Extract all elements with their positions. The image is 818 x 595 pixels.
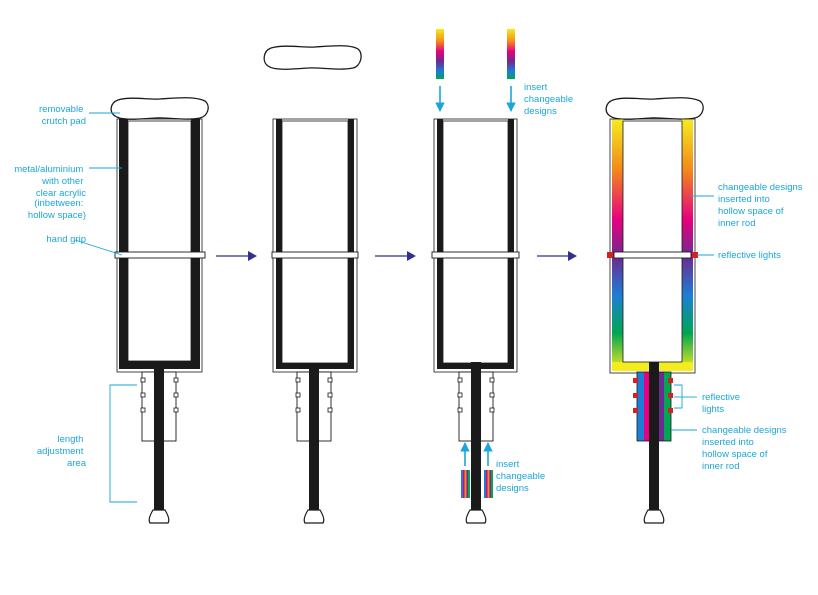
hand-grip bbox=[613, 251, 692, 259]
hand-grip bbox=[271, 251, 359, 259]
adjustment-hole bbox=[173, 377, 179, 383]
adjustment-hole bbox=[457, 407, 463, 413]
adjustment-hole bbox=[295, 407, 301, 413]
crutch-1 bbox=[110, 97, 209, 524]
label-insert-designs-top: insert changeable designs bbox=[524, 82, 576, 117]
label-insert-designs-bottom: insert changeable designs bbox=[496, 459, 548, 494]
reflective-light bbox=[692, 252, 698, 258]
right-outer-rod bbox=[191, 119, 200, 369]
label-designs-upper: changeable designs inserted into hollow … bbox=[718, 182, 805, 229]
left-design-rod bbox=[612, 119, 623, 371]
adjustment-hole bbox=[489, 392, 495, 398]
left-outer-rod bbox=[437, 119, 443, 369]
reflective-light bbox=[633, 393, 638, 398]
hand-grip bbox=[431, 251, 520, 259]
rubber-foot bbox=[643, 509, 665, 524]
adjustment-hole bbox=[327, 377, 333, 383]
design-strip-right bbox=[507, 29, 515, 79]
crutch-pad-removed bbox=[263, 45, 362, 70]
label-hand-grip: hand grip bbox=[46, 234, 86, 245]
inner-frame bbox=[622, 120, 683, 363]
leader-lines bbox=[74, 112, 714, 503]
rubber-foot bbox=[303, 509, 325, 524]
design-strip-left bbox=[436, 29, 444, 79]
reflective-light bbox=[668, 408, 673, 413]
rubber-foot bbox=[148, 509, 170, 524]
inner-frame bbox=[127, 120, 192, 362]
adjustment-hole bbox=[457, 377, 463, 383]
label-reflective-lower: reflective lights bbox=[702, 392, 743, 415]
inner-frame bbox=[281, 120, 349, 364]
adjustment-hole bbox=[140, 407, 146, 413]
right-arrow-icon bbox=[537, 251, 577, 261]
label-length-adjustment: length adjustment area bbox=[37, 434, 87, 469]
adjustment-hole bbox=[140, 392, 146, 398]
label-reflective-upper: reflective lights bbox=[718, 250, 781, 261]
adjustment-hole bbox=[489, 377, 495, 383]
crutch-pad bbox=[605, 97, 704, 120]
label-crutch-pad: removable crutch pad bbox=[39, 104, 86, 127]
left-outer-rod bbox=[119, 119, 128, 369]
reflective-light bbox=[633, 378, 638, 383]
adjustment-hole bbox=[327, 407, 333, 413]
adjustment-hole bbox=[295, 377, 301, 383]
right-outer-rod bbox=[508, 119, 514, 369]
inner-frame bbox=[442, 120, 509, 364]
crutch-2 bbox=[263, 45, 362, 524]
inner-rod bbox=[471, 362, 481, 510]
adjustment-hole bbox=[173, 407, 179, 413]
left-outer-rod bbox=[276, 119, 282, 369]
adjustment-hole bbox=[327, 392, 333, 398]
reflective-light bbox=[607, 252, 613, 258]
right-arrow-icon bbox=[216, 251, 257, 261]
design-strip-bottom-left bbox=[461, 470, 470, 498]
adjustment-hole bbox=[140, 377, 146, 383]
adjustment-hole bbox=[295, 392, 301, 398]
hand-grip bbox=[114, 251, 206, 259]
rod-bottom-bridge bbox=[119, 361, 200, 369]
crutch-3 bbox=[431, 29, 520, 524]
right-arrow-icon bbox=[375, 251, 416, 261]
inner-rod bbox=[154, 366, 164, 510]
reflective-light bbox=[668, 378, 673, 383]
adjustment-hole bbox=[173, 392, 179, 398]
crutch-4 bbox=[605, 97, 704, 524]
design-strip-bottom-right bbox=[484, 470, 493, 498]
reflective-light bbox=[633, 408, 638, 413]
adjustment-hole bbox=[489, 407, 495, 413]
adjustment-hole bbox=[457, 392, 463, 398]
right-design-rod bbox=[682, 119, 693, 371]
inner-rod bbox=[649, 362, 659, 510]
label-hollow-space: (inbetween: hollow space) bbox=[28, 198, 86, 221]
label-designs-lower: changeable designs inserted into hollow … bbox=[702, 425, 789, 472]
rubber-foot bbox=[465, 509, 487, 524]
right-outer-rod bbox=[348, 119, 354, 369]
inner-rod bbox=[309, 366, 319, 510]
crutch-pad bbox=[110, 97, 209, 120]
label-material: metal/aluminium with other clear acrylic bbox=[14, 164, 86, 199]
reflective-light bbox=[668, 393, 673, 398]
